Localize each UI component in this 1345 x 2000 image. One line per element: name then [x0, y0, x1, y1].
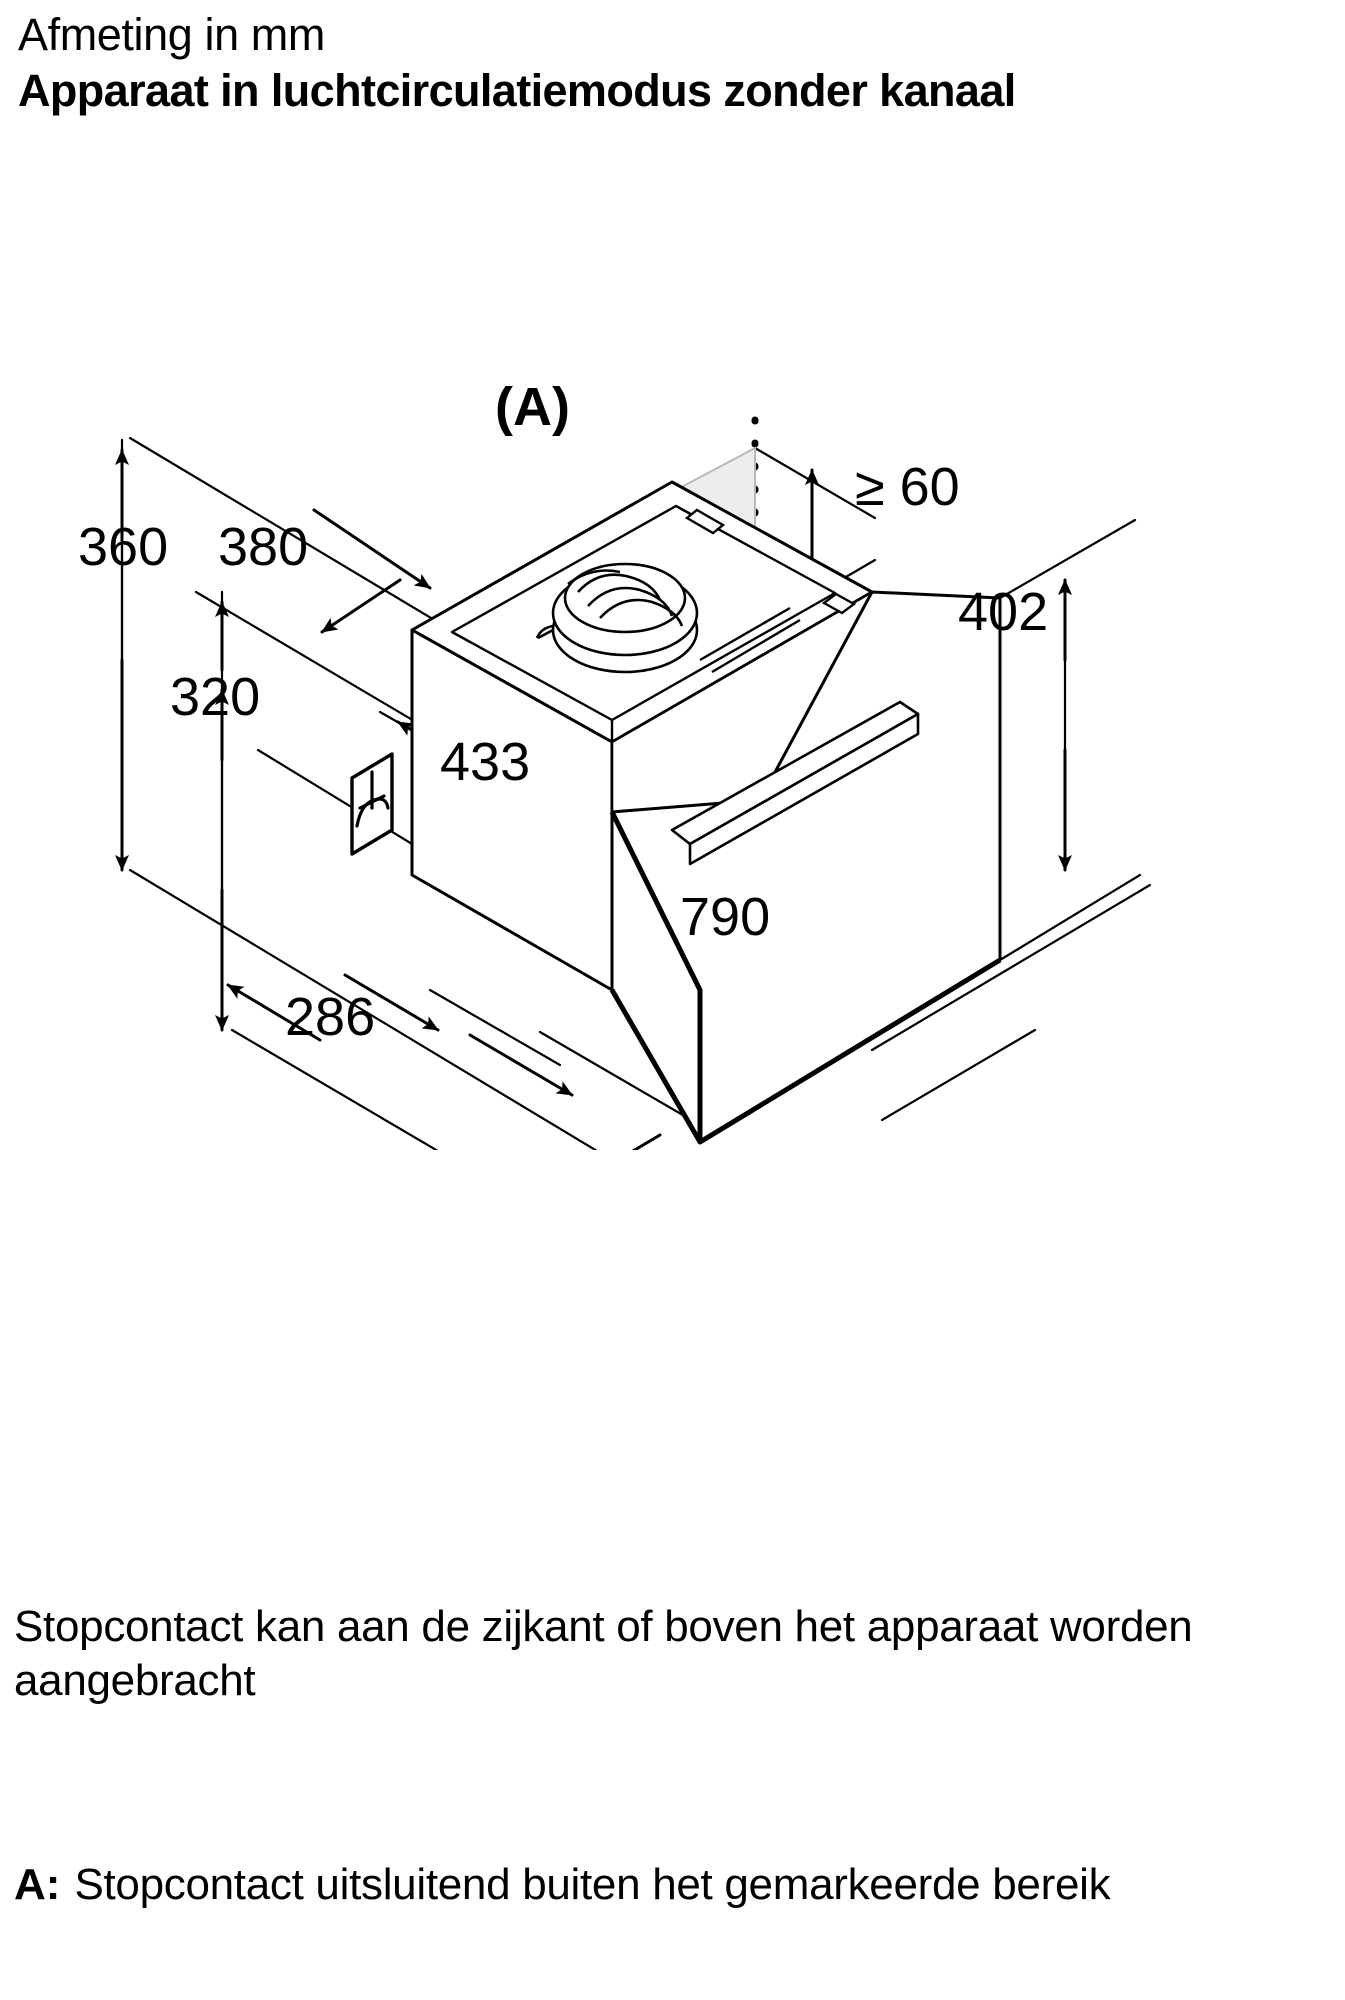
units-heading: Afmeting in mm: [18, 9, 325, 60]
dimension-label-286: 286: [285, 987, 375, 1047]
legend-text: Stopcontact uitsluitend buiten het gemar…: [74, 1860, 1111, 1909]
dimension-label-790: 790: [680, 887, 770, 947]
legend-note: A: Stopcontact uitsluitend buiten het ge…: [14, 1858, 1334, 1912]
dimension-label-402: 402: [958, 582, 1048, 642]
page-title: Apparaat in luchtcirculatiemodus zonder …: [18, 65, 1016, 116]
legend-key: A:: [14, 1860, 61, 1909]
page-header: Afmeting in mm Apparaat in luchtcirculat…: [18, 8, 1328, 118]
dimension-label-380: 380: [218, 517, 308, 577]
dimension-label-320: 320: [170, 667, 260, 727]
socket-placement-note: Stopcontact kan aan de zijkant of boven …: [14, 1602, 1193, 1705]
dimension-label-433: 433: [440, 732, 530, 792]
technical-drawing: 360 380 320 433 286 790 402 ≥ 60 (A): [0, 330, 1345, 1150]
marked-zone-label: (A): [495, 377, 570, 437]
dimension-label-min-clearance: ≥ 60: [855, 457, 960, 517]
dimension-label-360: 360: [78, 517, 168, 577]
